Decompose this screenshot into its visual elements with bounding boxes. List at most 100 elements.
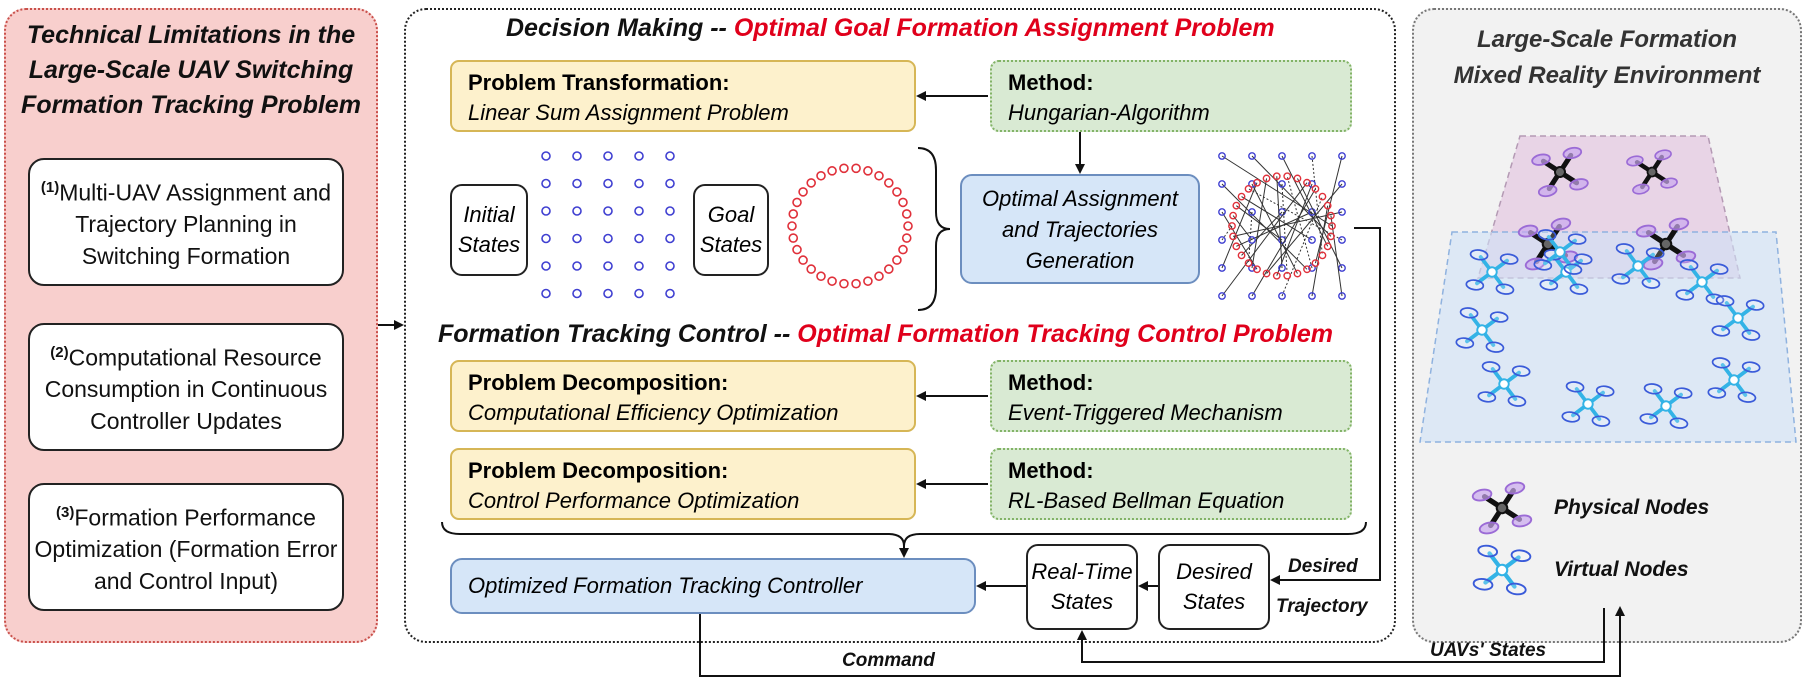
virtual-drone-icon [1639, 383, 1693, 429]
goal-state-dot [874, 170, 884, 181]
drone-rotor [1635, 224, 1657, 238]
limitation-item-2: (2)Computational Resource Consumption in… [28, 323, 344, 451]
drone-body [1498, 378, 1510, 390]
assignment-link [1221, 211, 1258, 270]
drone-rotor [1643, 383, 1663, 395]
drone-rotor [1562, 146, 1583, 160]
initial-state-dot [665, 178, 675, 189]
assignment-start-dot [1218, 180, 1226, 188]
assignment-goal-dot [1311, 184, 1320, 193]
drone-rotor [1611, 273, 1631, 285]
assignment-goal-dot [1272, 172, 1281, 181]
goal-state-dot [901, 233, 912, 243]
assignment-start-dot [1218, 264, 1226, 272]
goal-state-dot [884, 178, 894, 188]
drone-rotor [1507, 395, 1527, 407]
virtual-drone-icon [1472, 544, 1532, 596]
uav-states-label: UAVs' States [1430, 640, 1547, 661]
drone-rotor [1565, 381, 1585, 393]
drone-body [1696, 276, 1708, 288]
goal-states-ring [787, 163, 913, 289]
initial-state-dot [541, 206, 551, 216]
assignment-link [1276, 183, 1313, 276]
drone-body [1486, 266, 1498, 278]
drone-rotor [1679, 259, 1699, 271]
decision-heading: Decision Making -- Optimal Goal Formatio… [506, 14, 1275, 42]
drone-rotor [1511, 514, 1533, 528]
drone-rotor [1632, 183, 1650, 195]
goal-state-dot [798, 187, 808, 197]
virtual-drone-icon [1707, 357, 1761, 403]
assignment-link [1221, 182, 1258, 269]
drone-body [1659, 237, 1673, 251]
drone-rotor [1642, 257, 1664, 271]
assignment-goal-dot [1323, 201, 1332, 210]
initial-state-dot [541, 151, 551, 161]
assignment-goal-dot [1232, 242, 1241, 251]
goal-state-dot [863, 276, 873, 286]
initial-state-dot [541, 233, 551, 244]
goal-state-dot [898, 244, 908, 255]
assignment-start-dot [1278, 264, 1286, 272]
drone-rotor [1673, 387, 1693, 399]
initial-state-dot [572, 261, 582, 271]
initial-state-dot [603, 288, 613, 299]
physical-drone-icon [1626, 149, 1678, 195]
initial-state-dot [665, 206, 675, 216]
goal-state-dot [827, 166, 837, 176]
drone-rotor [1591, 415, 1611, 427]
drone-rotor [1455, 337, 1475, 349]
drone-rotor [1465, 279, 1485, 291]
goal-state-dot [798, 255, 808, 265]
assignment-goal-dot [1303, 265, 1311, 274]
assignment-start-dot [1278, 292, 1286, 300]
goal-state-dot [874, 271, 884, 282]
initial-state-dot [541, 288, 551, 299]
virtual-drone-icon [1675, 259, 1729, 305]
drone-rotor [1711, 357, 1731, 369]
drone-rotor [1741, 329, 1761, 341]
virtual-plane [1419, 231, 1797, 443]
drone-rotor [1567, 233, 1587, 245]
drone-rotor [1660, 177, 1678, 189]
assignment-link [1251, 188, 1316, 297]
drone-rotor [1626, 155, 1644, 167]
assignment-start-dot [1338, 292, 1346, 300]
initial-state-dot [665, 288, 675, 299]
initial-state-dot [572, 233, 582, 244]
command-label: Command [842, 650, 935, 671]
assignment-start-dot [1218, 236, 1226, 244]
initial-state-dot [634, 151, 644, 161]
assignment-goal-dot [1283, 172, 1292, 181]
assignment-goal-dot [1318, 251, 1327, 260]
goal-state-dot [898, 197, 908, 208]
drone-body [1495, 501, 1509, 515]
assignment-link [1311, 155, 1323, 256]
virtual-drone-icon [1711, 295, 1765, 341]
assignment-start-dot [1248, 292, 1256, 300]
assignment-link [1297, 178, 1343, 269]
assignment-link [1232, 211, 1343, 237]
goal-state-dot [792, 197, 802, 208]
assignment-goal-dot [1262, 269, 1271, 278]
virtual-drone-icon [1455, 307, 1509, 353]
drone-layer [1455, 146, 1765, 596]
assignment-goal-dot [1244, 184, 1253, 193]
goal-state-dot [806, 264, 816, 274]
drone-rotor [1741, 361, 1761, 373]
drone-rotor [1505, 582, 1527, 596]
assignment-link [1281, 196, 1323, 297]
drone-rotor [1675, 289, 1695, 301]
limitation-item-3: (3)Formation Performance Optimization (F… [28, 483, 344, 611]
goal-state-dot [792, 244, 802, 255]
physical-nodes-label: Physical Nodes [1554, 496, 1710, 519]
assignment-goal-dot [1328, 222, 1336, 230]
goal-state-dot [806, 178, 816, 188]
goal-state-dot [788, 209, 799, 219]
assignment-goal-dot [1229, 232, 1237, 241]
assignment-link [1330, 215, 1343, 297]
desired-trajectory-arrow [1270, 227, 1381, 585]
assignment-goal-dot [1228, 222, 1236, 230]
initial-state-dot [634, 206, 644, 216]
goal-state-dot [839, 163, 849, 174]
